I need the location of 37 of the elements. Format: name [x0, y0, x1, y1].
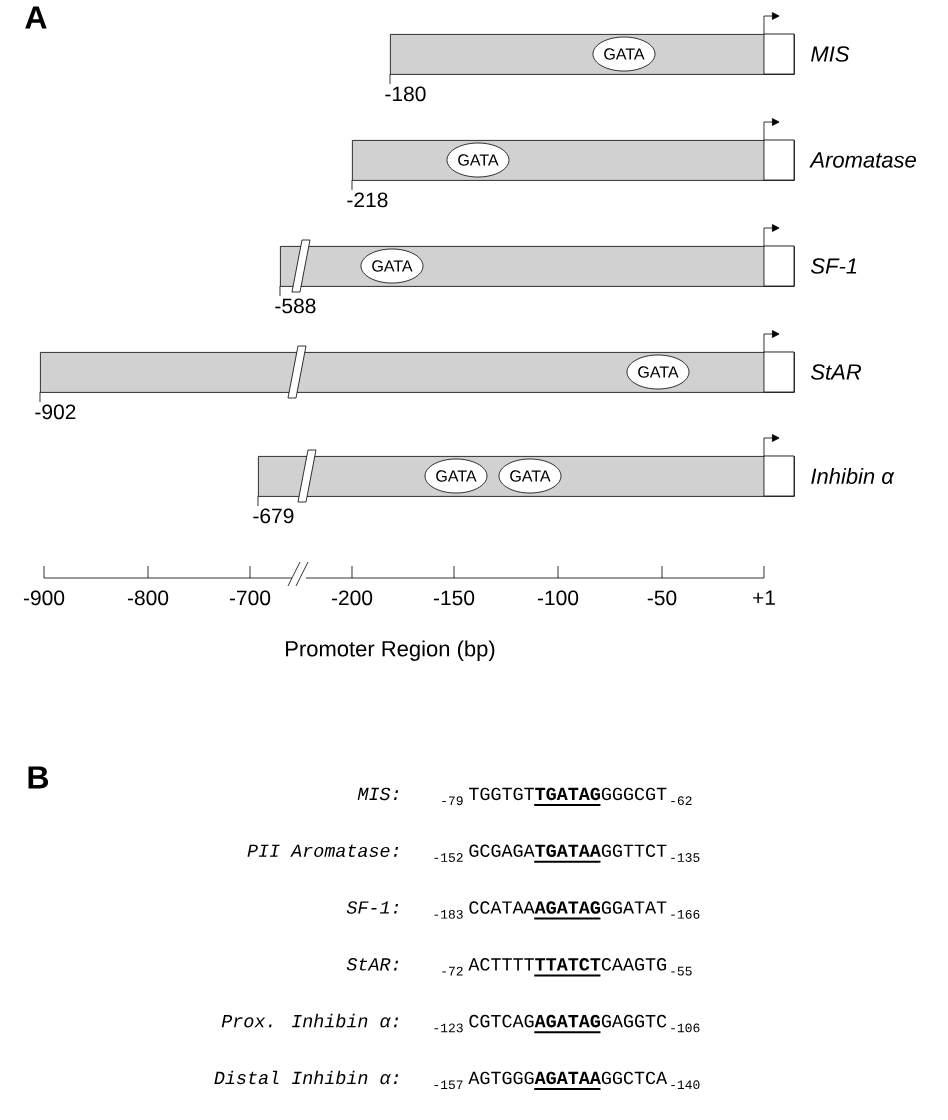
tick-label: +1 — [753, 590, 775, 605]
gene-label: SF-1: — [346, 901, 399, 914]
sequence-text: CGTCAGAGATAGGAGGTC — [469, 1014, 667, 1034]
gene-label: SF-1 — [811, 258, 857, 274]
panel-letter: A — [25, 6, 47, 29]
position-label: -218 — [347, 192, 388, 208]
position-label: -679 — [253, 508, 294, 524]
gene-label: Distal Inhibin α: — [214, 1070, 399, 1085]
tick-label: -900 — [23, 590, 65, 606]
position-label: -180 — [385, 86, 426, 102]
tick-label: -800 — [127, 590, 169, 606]
sequence-text: TGGTGTTGATAGGGGCGT — [469, 787, 667, 806]
gene-label: PII Aromatase: — [247, 844, 399, 857]
panel-letter: B — [28, 766, 49, 789]
gene-label: MIS — [811, 46, 850, 62]
promoter-bar — [40, 345, 795, 399]
tick-label: -100 — [537, 590, 579, 606]
promoter-bar — [390, 33, 795, 75]
tick-label: -200 — [331, 590, 373, 606]
gene-label: StAR: — [346, 958, 399, 971]
sequence-text: CCATAAAGATAGGGATAT — [469, 901, 667, 920]
tick-label: -50 — [647, 590, 677, 606]
sequence-text: GCGAGATGATAAGGTTCT — [469, 844, 667, 863]
tick-label: -150 — [433, 590, 475, 606]
promoter-bar — [280, 239, 795, 293]
gene-label: MIS: — [357, 787, 399, 801]
sequence-text: AGTGGGAGATAAGGCTCA — [468, 1071, 668, 1090]
position-label: -588 — [275, 298, 316, 314]
axis-title: Promoter Region (bp) — [286, 640, 495, 661]
gene-label: StAR — [811, 364, 862, 380]
sequence-text: ACTTTTTTATCTCAAGTG — [468, 958, 666, 977]
position-label: -902 — [35, 404, 76, 420]
promoter-bar — [352, 139, 795, 181]
gene-label: Prox. Inhibin α: — [221, 1013, 399, 1028]
gene-label: Inhibin α — [811, 467, 895, 485]
gene-label: Aromatase — [809, 152, 916, 168]
tick-label: -700 — [229, 590, 271, 606]
